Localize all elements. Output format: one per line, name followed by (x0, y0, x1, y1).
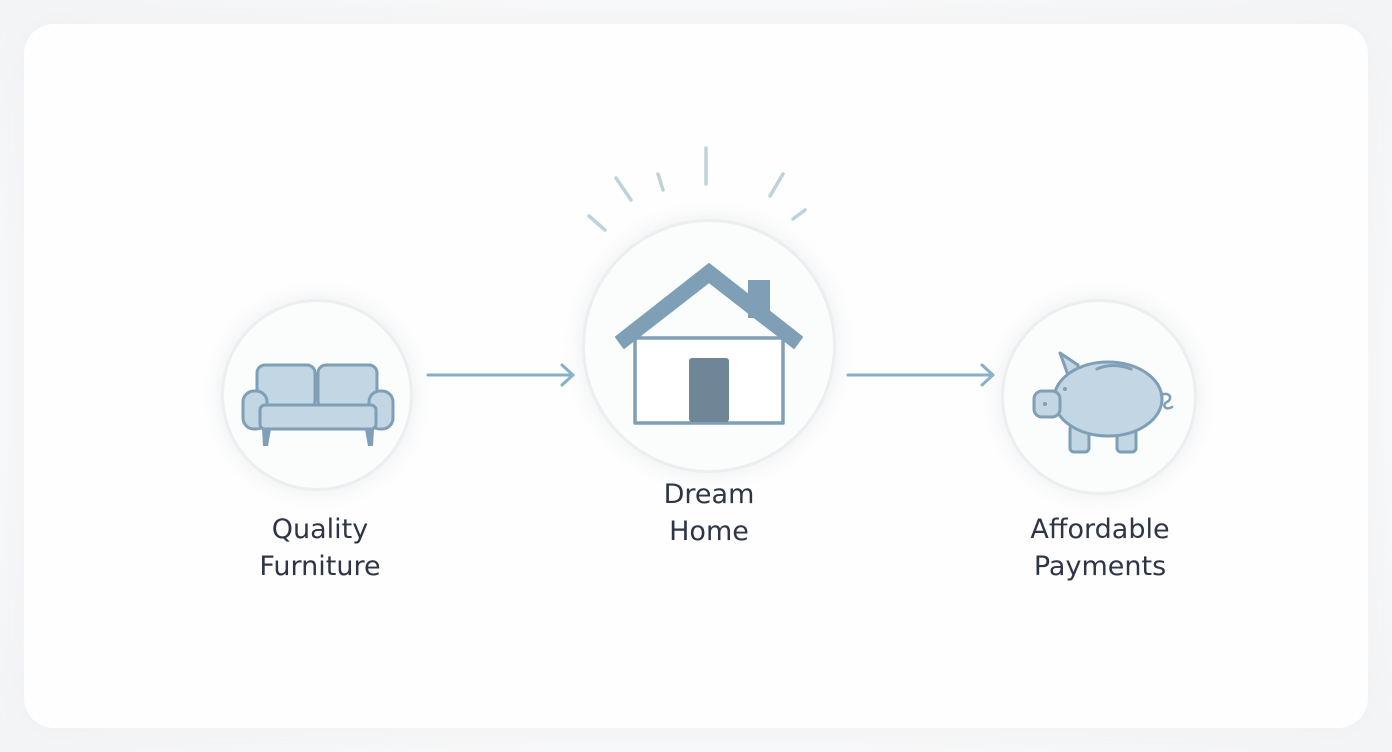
house-icon (612, 262, 806, 428)
arrow-furniture-to-home (426, 362, 578, 388)
label-line: Payments (1033, 551, 1167, 582)
node-label-affordable-payments: Affordable Payments (990, 511, 1210, 585)
sparkle-rays (580, 140, 820, 240)
label-line: Affordable (1030, 514, 1170, 545)
arrow-home-to-payments (846, 362, 998, 388)
node-label-dream-home: Dream Home (609, 476, 809, 550)
label-line: Home (669, 516, 749, 547)
sofa-icon (240, 362, 396, 448)
node-label-quality-furniture: Quality Furniture (220, 511, 420, 585)
piggy-bank-icon (1030, 347, 1180, 457)
label-line: Quality (271, 514, 369, 545)
label-line: Dream (663, 479, 755, 510)
label-line: Furniture (259, 551, 381, 582)
